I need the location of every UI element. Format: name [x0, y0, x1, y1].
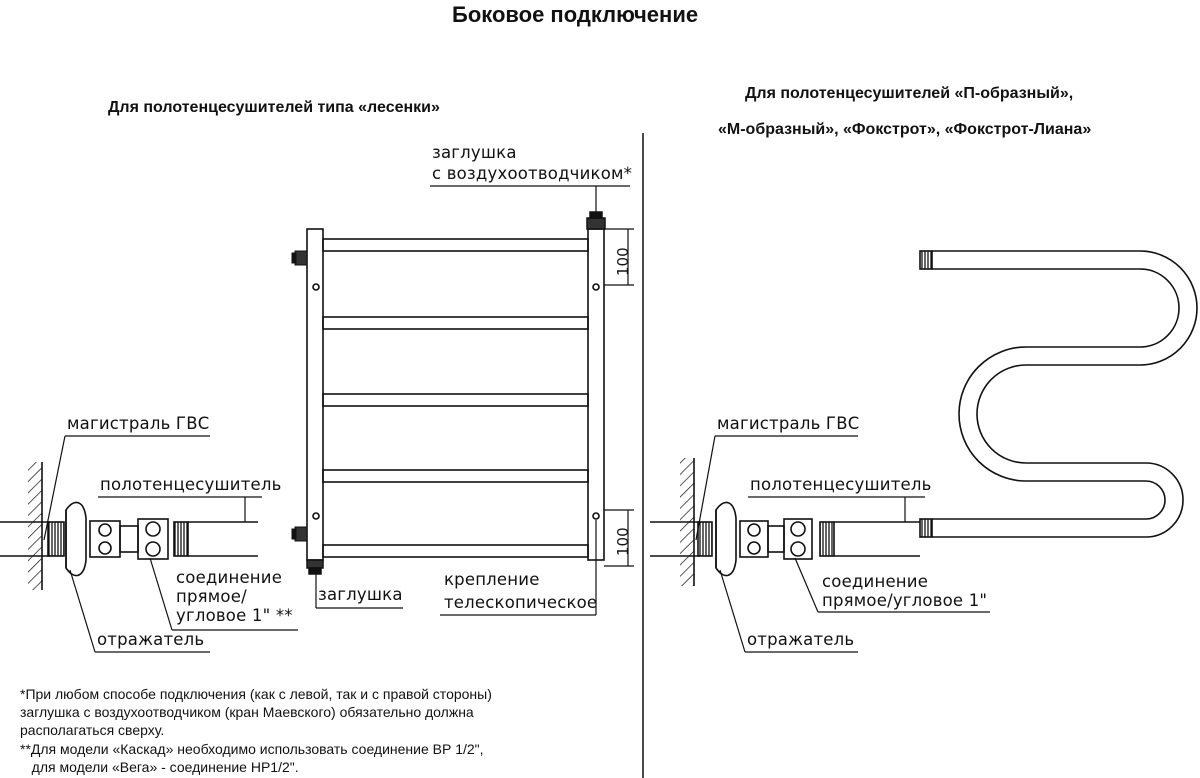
dimension-top-label: 100	[614, 247, 632, 276]
footnote-line-3: располагаться сверху.	[20, 722, 165, 738]
ladder-towel-dryer	[306, 228, 605, 561]
left-main-line-label: магистраль ГВС	[67, 414, 210, 433]
right-main-line-label: магистраль ГВС	[717, 414, 860, 433]
left-heading: Для полотенцесушителей типа «лесенки»	[108, 99, 440, 116]
dimension-lines	[604, 228, 634, 567]
bottom-leaders	[315, 520, 597, 616]
right-connection-assembly	[650, 458, 920, 586]
bottom-plug-label: заглушка	[318, 585, 403, 604]
footnote-line-5: для модели «Вега» - соединение НР1/2".	[20, 759, 299, 775]
air-plug-label-line-1: заглушка	[432, 143, 517, 162]
left-connection-label-2: прямое/	[176, 587, 247, 606]
footnote-line-4: **Для модели «Каскад» необходимо использ…	[20, 741, 484, 757]
left-connection-label-3: угловое 1" **	[176, 606, 293, 625]
bottom-plug	[306, 559, 324, 575]
air-valve-plug	[586, 211, 606, 230]
m-shaped-towel-dryer	[919, 250, 1198, 538]
left-reflector-label: отражатель	[97, 630, 205, 649]
right-reflector-label: отражатель	[747, 630, 855, 649]
mount-label-line-1: крепление	[444, 570, 540, 589]
left-connection-assembly	[0, 462, 258, 590]
left-connection-label-1: соединение	[176, 568, 283, 587]
footnote-line-1: *При любом способе подключения (как с ле…	[20, 686, 492, 702]
right-heading-line-2: «М-образный», «Фокстрот», «Фокстрот-Лиан…	[718, 121, 1092, 138]
right-connection-label-1: соединение	[822, 572, 929, 591]
right-leaders	[695, 435, 990, 653]
right-connection-label-2: прямое/угловое 1"	[822, 591, 988, 610]
mount-label-line-2: телескопическое	[444, 593, 598, 612]
page-title: Боковое подключение	[452, 2, 699, 27]
air-plug-label-line-2: с воздухоотводчиком*	[432, 164, 633, 183]
dimension-bottom-label: 100	[614, 527, 632, 556]
footnote-line-2: заглушка с воздухоотводчиком (кран Маевс…	[20, 704, 474, 720]
ladder-side-stubs	[291, 250, 308, 542]
right-heading-line-1: Для полотенцесушителей «П-образный»,	[745, 85, 1074, 102]
left-leaders	[43, 435, 298, 653]
left-dryer-label: полотенцесушитель	[100, 475, 282, 494]
right-dryer-label: полотенцесушитель	[750, 475, 932, 494]
